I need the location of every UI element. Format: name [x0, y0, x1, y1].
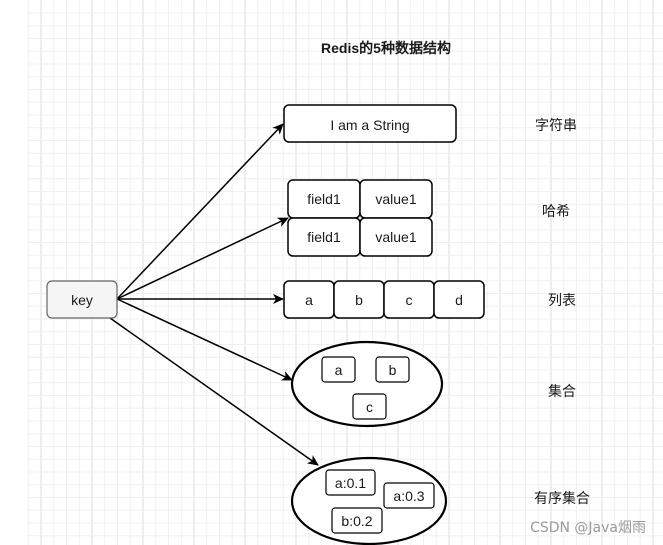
- arrow-to-string: [116, 123, 284, 300]
- list-item: d: [455, 292, 463, 308]
- hash-field: field1: [307, 229, 341, 245]
- key-node[interactable]: key: [46, 280, 118, 319]
- hash-value: value1: [375, 229, 416, 245]
- hash-cell: [359, 217, 433, 257]
- zset-member-box: [325, 469, 376, 496]
- set-member: a: [335, 362, 343, 378]
- sorted-set-structure[interactable]: a:0.1 a:0.3 b:0.2: [290, 456, 448, 545]
- list-item: a: [305, 292, 313, 308]
- diagram-title: Redis的5种数据结构: [321, 40, 451, 56]
- arrow-to-set: [116, 298, 293, 381]
- key-label: key: [71, 292, 93, 308]
- set-member-box: [375, 356, 410, 383]
- set-member-box: [321, 356, 356, 383]
- zset-member: b:0.2: [341, 513, 372, 529]
- set-member-box: [352, 393, 387, 420]
- string-structure[interactable]: I am a String: [283, 104, 457, 143]
- hash-value: value1: [375, 191, 416, 207]
- list-item: b: [355, 292, 363, 308]
- zset-member: a:0.3: [393, 488, 424, 504]
- list-cell: [433, 280, 485, 319]
- set-member: c: [366, 399, 373, 415]
- string-value: I am a String: [330, 117, 409, 133]
- label-list: 列表: [548, 293, 576, 309]
- set-structure[interactable]: a b c: [290, 340, 444, 428]
- set-member: b: [389, 362, 397, 378]
- zset-member-box: [383, 482, 435, 509]
- string-box: [283, 104, 457, 143]
- label-set: 集合: [548, 383, 576, 400]
- arrow-to-zset: [109, 317, 319, 466]
- list-item: c: [406, 292, 413, 308]
- zset-member: a:0.1: [335, 475, 366, 491]
- zset-member-box: [331, 507, 383, 534]
- label-hash: 哈希: [542, 204, 570, 220]
- connector-arrows: [109, 123, 319, 466]
- hash-structure[interactable]: field1 value1 field1 value1: [287, 179, 433, 257]
- label-sorted-set: 有序集合: [534, 490, 590, 507]
- background-grid: [27, 0, 663, 545]
- watermark: CSDN @Java烟雨: [530, 520, 646, 536]
- list-structure[interactable]: a b c d: [283, 280, 485, 319]
- hash-field: field1: [307, 191, 341, 207]
- arrow-to-hash: [116, 217, 289, 300]
- label-string: 字符串: [535, 118, 577, 134]
